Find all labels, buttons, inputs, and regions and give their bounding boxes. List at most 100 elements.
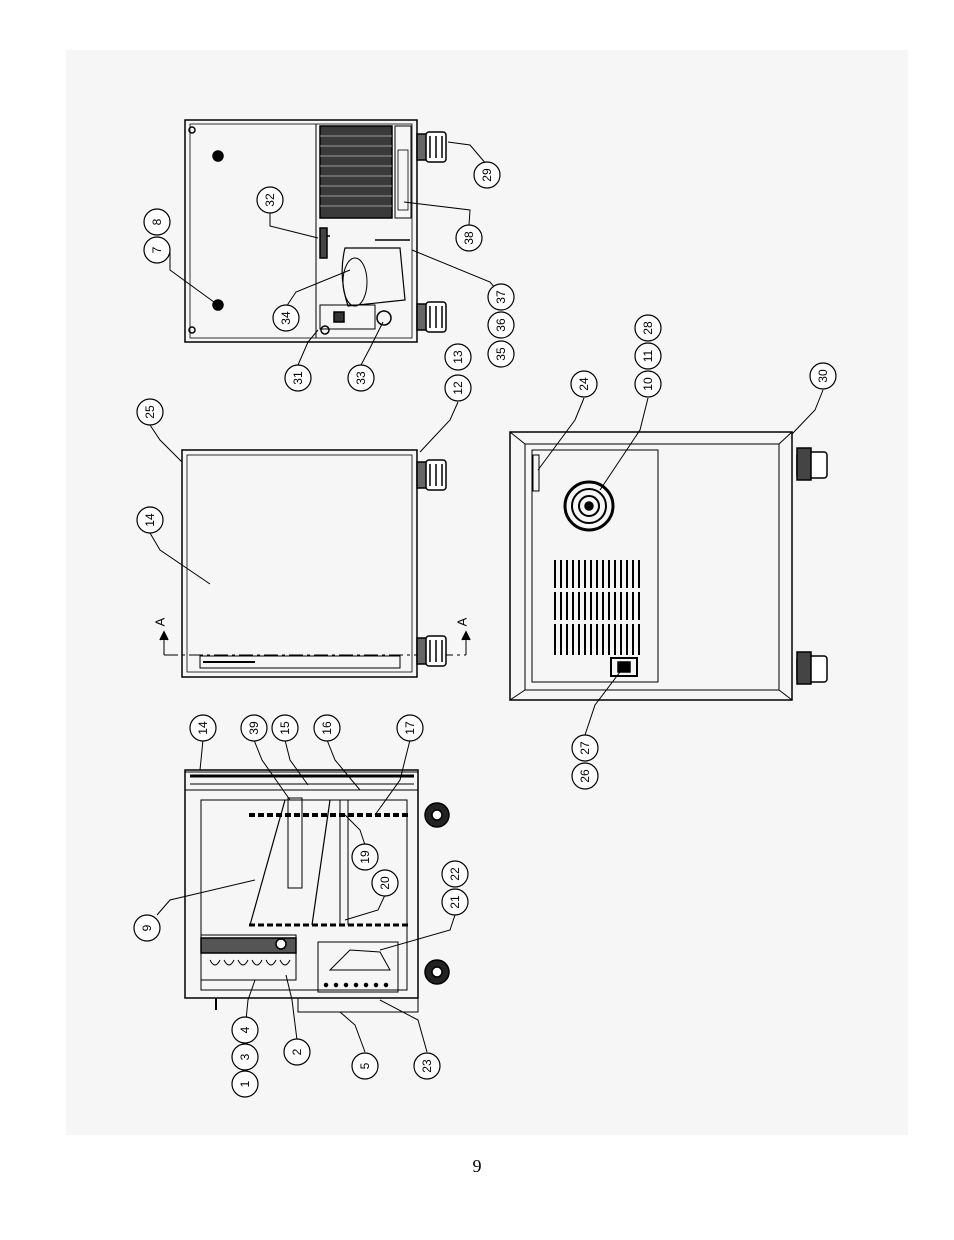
callout-circle (133, 914, 161, 942)
callout-number: 28 (641, 321, 655, 335)
callout-number: 11 (641, 349, 655, 362)
callout-number: 36 (494, 318, 508, 332)
callout-top_left-1: 8 (143, 208, 171, 236)
callout-number: 39 (247, 721, 261, 735)
callout-circle (441, 860, 469, 888)
callout-circle (284, 364, 312, 392)
callout-top_left-2: 32 (256, 186, 284, 214)
callout-bottom_left-2: 15 (271, 714, 299, 742)
section-mark-label: A (153, 617, 168, 626)
callout-bottom_left-3: 16 (313, 714, 341, 742)
callout-right-6: 26 (571, 762, 599, 790)
callout-circle (240, 714, 268, 742)
callout-number: 20 (378, 876, 392, 890)
callout-bottom_left-8: 22 (441, 860, 469, 888)
callout-right-1: 10 (634, 370, 662, 398)
callout-bottom_left-14: 5 (351, 1052, 379, 1080)
callout-number: 38 (462, 231, 476, 245)
view-top-internal (184, 119, 447, 343)
callout-number: 32 (263, 193, 277, 207)
page-number: 9 (472, 1156, 482, 1176)
callout-circle (487, 340, 515, 368)
callout-top_left-4: 31 (284, 364, 312, 392)
callout-bottom_left-11: 3 (231, 1043, 259, 1071)
callout-top_left-6: 35 (487, 340, 515, 368)
callout-circle (570, 370, 598, 398)
callout-circle (487, 283, 515, 311)
callout-circle (396, 714, 424, 742)
callout-bottom_left-13: 2 (283, 1038, 311, 1066)
leader-lines-section (156, 739, 456, 1053)
callout-bottom_left-0: 14 (189, 714, 217, 742)
callout-circle (634, 314, 662, 342)
callout-circle (571, 762, 599, 790)
callout-top_left-0: 7 (143, 236, 171, 264)
callout-circle (313, 714, 341, 742)
callout-circle (809, 362, 837, 390)
callout-right-4: 30 (809, 362, 837, 390)
callout-number: 3 (238, 1053, 252, 1060)
callout-number: 24 (577, 377, 591, 391)
callout-middle_left-3: 13 (444, 343, 472, 371)
callout-number: 33 (354, 371, 368, 385)
callout-number: 31 (291, 371, 305, 385)
callout-circle (136, 506, 164, 534)
callout-number: 1 (238, 1080, 252, 1087)
callout-circle (231, 1043, 259, 1071)
callout-top_left-9: 38 (455, 224, 483, 252)
callout-number: 7 (150, 246, 164, 253)
callout-number: 13 (451, 350, 465, 364)
callout-bottom_left-9: 21 (441, 888, 469, 916)
callout-bottom_left-10: 4 (231, 1016, 259, 1044)
cabinet-outline (184, 119, 418, 343)
callout-circle (444, 374, 472, 402)
callout-circle (231, 1016, 259, 1044)
callout-number: 37 (494, 290, 508, 304)
callout-circle (143, 208, 171, 236)
callout-middle_left-2: 12 (444, 374, 472, 402)
callout-bottom_left-4: 17 (396, 714, 424, 742)
leader-lines-middle (149, 401, 459, 585)
callout-bottom_left-15: 23 (413, 1052, 441, 1080)
callout-circle (283, 1038, 311, 1066)
callout-top_left-5: 33 (347, 364, 375, 392)
callout-middle_left-0: 25 (136, 398, 164, 426)
callout-number: 10 (641, 377, 655, 391)
callout-top_left-3: 34 (272, 304, 300, 332)
callout-bottom_left-6: 20 (371, 869, 399, 897)
callout-number: 8 (150, 218, 164, 225)
callout-number: 14 (143, 513, 157, 527)
callout-right-0: 24 (570, 370, 598, 398)
callout-number: 34 (279, 311, 293, 325)
callout-top_left-8: 37 (487, 283, 515, 311)
leader-lines-top (169, 141, 502, 366)
callout-circle (444, 343, 472, 371)
callout-circle (271, 714, 299, 742)
callout-bottom_left-5: 19 (351, 843, 379, 871)
callout-circle (571, 734, 599, 762)
callout-circle (634, 342, 662, 370)
callout-number: 29 (480, 168, 494, 182)
callout-number: 19 (358, 850, 372, 864)
callout-right-3: 28 (634, 314, 662, 342)
callout-number: 2 (290, 1048, 304, 1055)
callout-number: 30 (816, 369, 830, 383)
callout-number: 26 (578, 769, 592, 783)
callout-top_left-7: 36 (487, 311, 515, 339)
callout-top_left-10: 29 (473, 161, 501, 189)
callout-circle (473, 161, 501, 189)
callout-circle (143, 236, 171, 264)
callout-number: 5 (358, 1062, 372, 1069)
callout-number: 12 (451, 381, 465, 395)
callout-circle (347, 364, 375, 392)
callout-number: 14 (196, 721, 210, 735)
callout-circle (136, 398, 164, 426)
callout-number: 22 (448, 867, 462, 881)
callout-middle_left-1: 14 (136, 506, 164, 534)
callout-number: 23 (420, 1059, 434, 1073)
callout-circle (189, 714, 217, 742)
callout-number: 9 (140, 924, 154, 931)
callout-circle (634, 370, 662, 398)
callout-circle (371, 869, 399, 897)
